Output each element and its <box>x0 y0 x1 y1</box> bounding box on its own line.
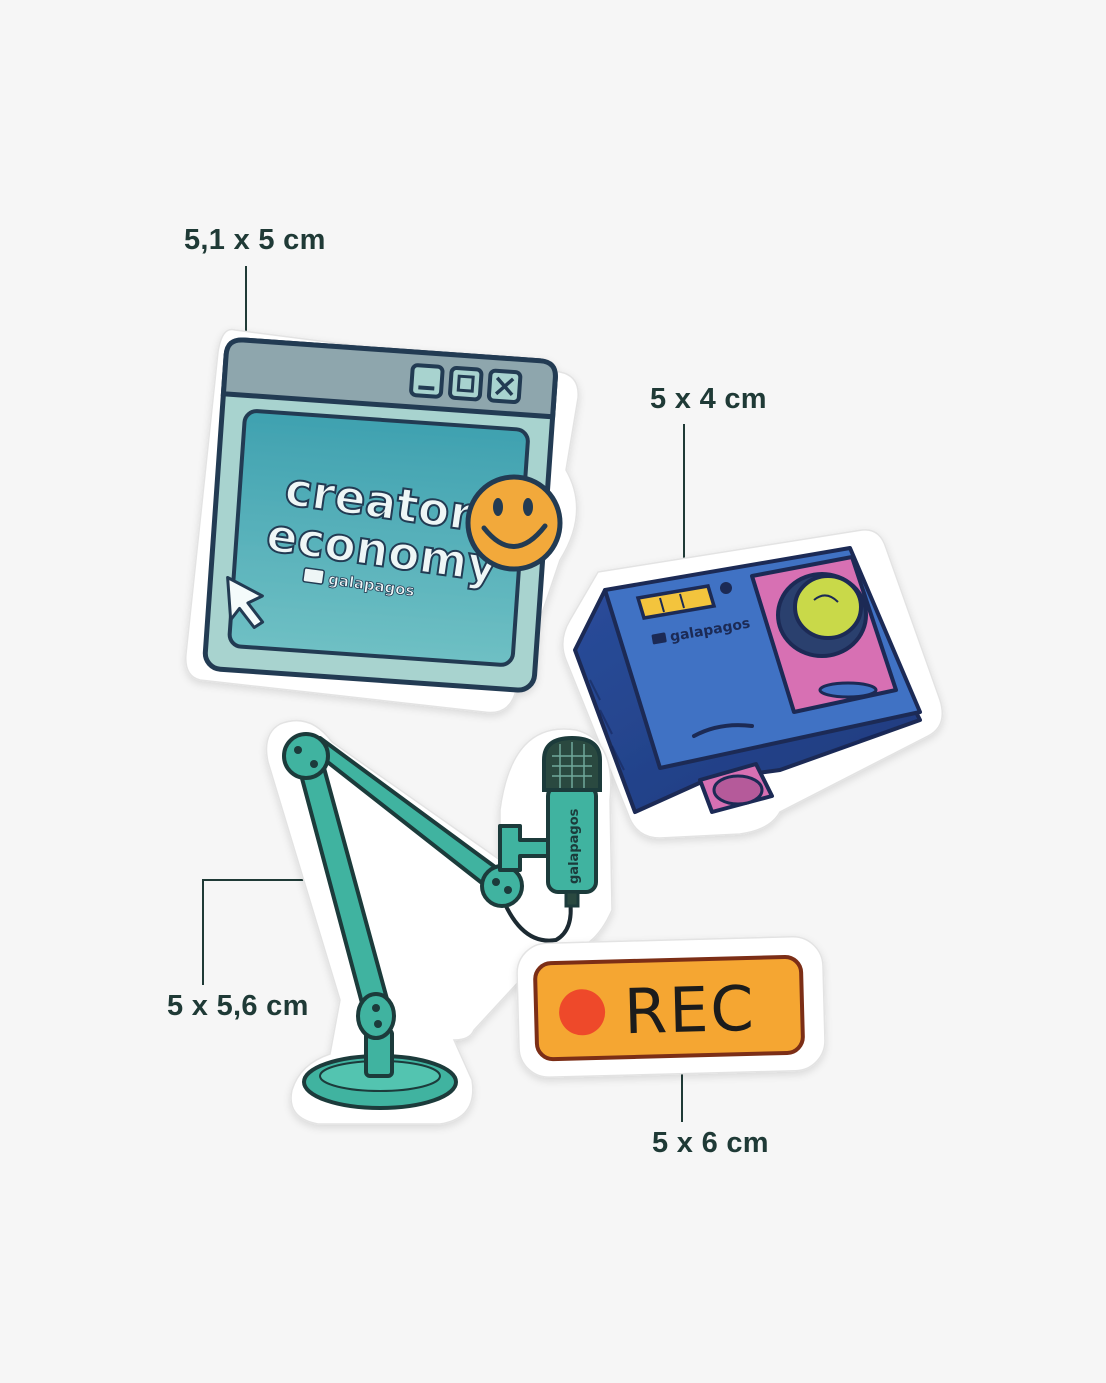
rec-dot-icon <box>559 989 606 1036</box>
microphone-leader-line <box>202 879 318 985</box>
microphone-top-joint <box>282 732 330 780</box>
microphone-cable <box>498 891 573 943</box>
microphone-sticker-outline <box>265 719 613 1125</box>
camera-sticker-dimension: 5 x 4 cm <box>650 383 767 415</box>
microphone-sticker-dimension: 5 x 5,6 cm <box>167 990 309 1022</box>
camera-sticker: galapagos <box>562 529 943 839</box>
camera-bottom-lens <box>698 762 774 814</box>
microphone-brand-text: galapagos <box>567 808 582 884</box>
rec-label: REC <box>623 972 756 1048</box>
camera-flash <box>635 584 717 620</box>
rec-sticker: REC <box>516 936 826 1078</box>
rec-sticker-dimension: 5 x 6 cm <box>652 1127 769 1159</box>
microphone-bottom-joint <box>356 992 396 1040</box>
browser-sticker-dimension: 5,1 x 5 cm <box>184 224 326 256</box>
camera-lens <box>776 572 868 658</box>
rec-badge <box>533 954 805 1062</box>
browser-sticker: creators economy galapagos <box>185 328 579 714</box>
camera-sensor-dot <box>720 582 732 594</box>
microphone-sticker: galapagos <box>265 719 613 1125</box>
galapagos-logo-icon <box>302 567 325 585</box>
maximize-icon <box>448 365 484 402</box>
smiley-face-icon <box>465 474 563 572</box>
cursor-icon <box>226 576 265 629</box>
minimize-icon <box>409 363 445 399</box>
